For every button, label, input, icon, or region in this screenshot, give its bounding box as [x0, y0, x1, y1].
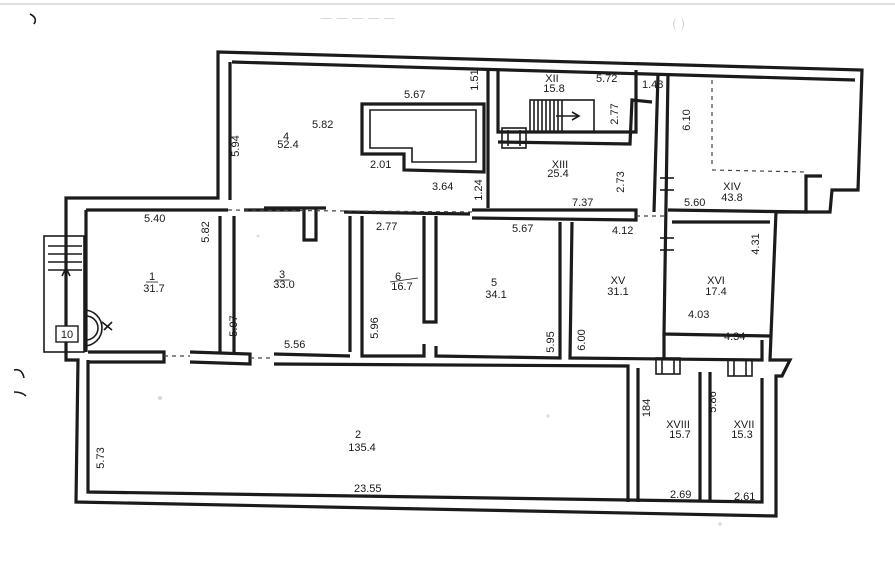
room-5: 5 34.1: [485, 277, 506, 301]
room-xiv-area: 43.8: [721, 192, 742, 204]
room-xii-area: 15.8: [543, 83, 564, 95]
dim-xiii-bottom: 7.37: [572, 197, 593, 209]
dim-r6-side: 5.96: [369, 317, 381, 338]
room-3-area: 33.0: [273, 279, 294, 291]
dim-xvii-bottom: 2.61: [734, 491, 755, 503]
room-xvi-id: XVI: [707, 275, 725, 287]
dim-xii-side: 1.51: [469, 69, 481, 90]
dim-r4-width: 5.82: [312, 119, 333, 131]
room-2: 2 135.4: [348, 429, 376, 454]
room-xvii: XVII 15.3: [731, 419, 754, 441]
entrance-stairs: 10: [43, 235, 113, 353]
dim-niche-bottom: 3.64: [432, 181, 453, 193]
room-1: 1 31.7: [143, 271, 164, 295]
stairs-xii: [529, 99, 595, 133]
room-xvii-id: XVII: [734, 419, 755, 431]
room-1-area: 31.7: [143, 283, 164, 295]
dim-niche-w: 2.01: [370, 159, 391, 171]
dim-xv-side: 6.00: [576, 329, 588, 350]
dim-xiv-side: 6.10: [681, 109, 693, 130]
room-xiii-area: 25.4: [547, 168, 568, 180]
room-4: 4 52.4: [277, 131, 298, 151]
room-1-id: 1: [149, 271, 155, 283]
scan-mark-left-a: [13, 368, 25, 379]
dim-r6-top: 2.77: [376, 221, 397, 233]
dimension-labels: 5.67 5.82 5.72 1.48 2.01 3.64 7.37 5.60 …: [95, 69, 762, 503]
room-xvi-area: 17.4: [705, 286, 726, 298]
scan-smudges: [158, 234, 722, 526]
room-6: 6 16.7: [389, 271, 419, 293]
room-xiv-id: XIV: [723, 181, 741, 193]
dim-xvii-side: 5.86: [707, 391, 719, 412]
dim-xv-bottom: 4.34: [724, 331, 745, 343]
room-xviii-id: XVIII: [666, 419, 690, 431]
dim-corner: 1.48: [642, 79, 663, 91]
faint-header-right: ( ): [672, 17, 685, 31]
room-4-area: 52.4: [277, 139, 298, 151]
outer-top-inner: [231, 60, 856, 82]
interior-walls-middle: [88, 177, 764, 502]
room-3: 3 33.0: [273, 269, 294, 291]
dim-r5-top: 5.67: [512, 223, 533, 235]
dim-r4-side: 5.94: [230, 135, 242, 156]
spiral-stair-curve: [83, 309, 103, 347]
room-xii-id: XII: [545, 73, 558, 85]
room-xvi: XVI 17.4: [705, 275, 726, 298]
dim-r4-top: 5.67: [404, 89, 425, 101]
room-xv: XV 31.1: [607, 275, 628, 298]
dim-r2-side: 5.73: [95, 447, 107, 468]
header-residue: — — — — — ( ): [0, 3, 895, 397]
dim-xii-stair: 2.77: [609, 103, 621, 124]
dim-xvi-bottom: 4.03: [688, 309, 709, 321]
room-xviii-area: 15.7: [669, 429, 690, 441]
dim-r3-side: 5.97: [228, 315, 240, 336]
room-xvii-area: 15.3: [731, 429, 752, 441]
scan-mark-top: [29, 13, 37, 25]
dim-r1-top: 5.40: [144, 213, 165, 225]
dim-r1-side: 5.82: [200, 221, 212, 242]
dim-r3-bottom: 5.56: [284, 339, 305, 351]
dim-r2-bottom: 23.55: [354, 483, 382, 495]
dim-xviii-bottom: 2.69: [670, 489, 691, 501]
room-6-id: 6: [395, 271, 401, 283]
dim-passage: 1.24: [473, 179, 485, 200]
dim-xiv-bottom: 5.60: [684, 197, 705, 209]
room-2-id: 2: [355, 429, 361, 441]
room-4-id: 4: [283, 131, 289, 143]
faint-header-text: — — — — —: [320, 11, 395, 25]
stair-marker-label: 10: [61, 329, 73, 341]
room-xii: XII 15.8: [543, 73, 564, 95]
dim-xiii-side: 2.73: [615, 171, 627, 192]
room-xv-id: XV: [611, 275, 626, 287]
dim-xii-width: 5.72: [596, 73, 617, 85]
scan-mark-left-b: [13, 391, 27, 397]
outer-walls: [64, 50, 864, 518]
stair-marker-box: [55, 325, 79, 343]
dim-r5-side: 5.95: [545, 331, 557, 352]
room-6-area: 16.7: [391, 281, 412, 293]
room-xiv: XIV 43.8: [721, 181, 742, 204]
room-xviii: XVIII 15.7: [666, 419, 691, 441]
room-5-id: 5: [491, 277, 497, 289]
room-5-area: 34.1: [485, 289, 506, 301]
dim-xv-top: 4.12: [612, 225, 633, 237]
room-labels: 1 31.7 2 135.4 3 33.0 4 52.4 5 34.1 6 16…: [143, 73, 754, 454]
dim-xvi-side: 4.31: [750, 233, 762, 254]
room-3-id: 3: [279, 269, 285, 281]
dim-xviii-side: 184: [641, 399, 653, 417]
room-2-area: 135.4: [348, 442, 376, 454]
room-xiii-id: XIII: [552, 159, 569, 171]
room-xiii: XIII 25.4: [547, 159, 568, 180]
room-xv-area: 31.1: [607, 286, 628, 298]
